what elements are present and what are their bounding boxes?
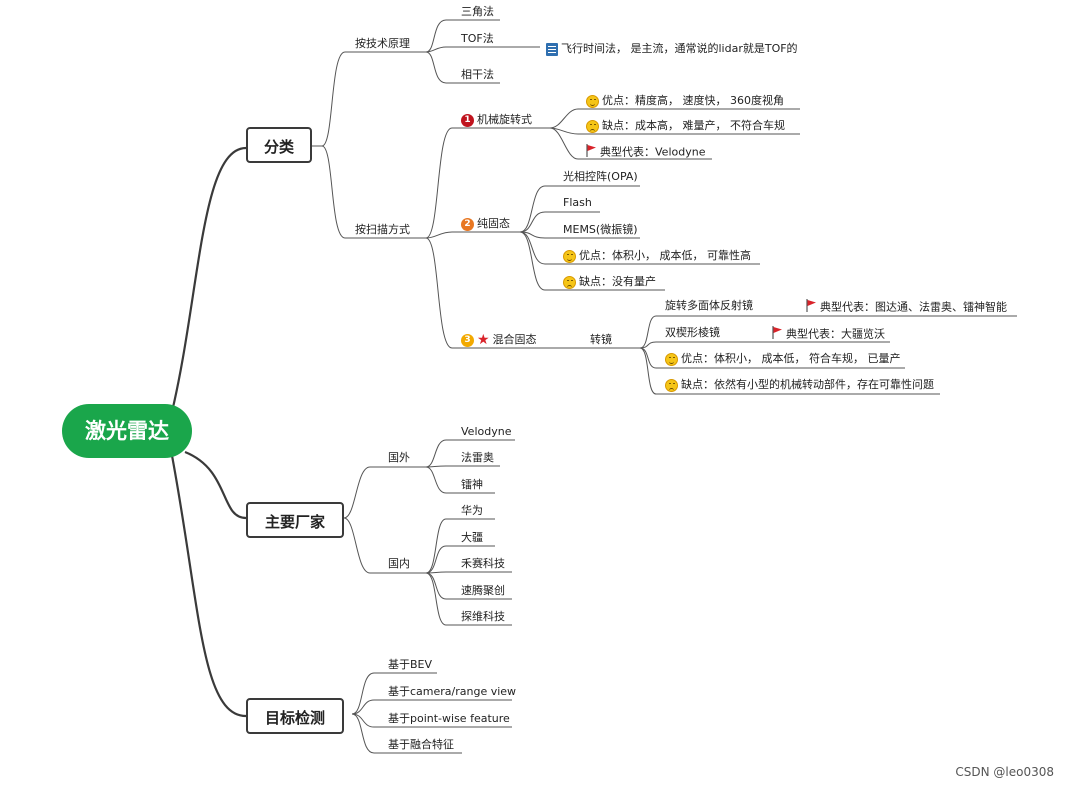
node-jiance[interactable]: 目标检测 xyxy=(246,698,344,734)
hybrid-pros-text: 优点：体积小， 成本低， 符合车规， 已量产 xyxy=(681,352,901,365)
node-hesai[interactable]: 禾赛科技 xyxy=(461,557,505,570)
priority-2-icon: 2 xyxy=(461,217,474,231)
node-point-wise[interactable]: 基于point-wise feature xyxy=(388,712,510,725)
node-mechanical-pros[interactable]: 优点：精度高， 速度快， 360度视角 xyxy=(586,94,784,108)
mechanical-cons-text: 缺点：成本高， 难量产， 不符合车规 xyxy=(602,119,785,132)
node-huawei[interactable]: 华为 xyxy=(461,504,483,517)
node-fenlei[interactable]: 分类 xyxy=(246,127,312,163)
red-flag-icon xyxy=(586,144,597,161)
smile-icon xyxy=(563,249,576,263)
node-solid-cons[interactable]: 缺点：没有量产 xyxy=(563,275,656,289)
node-foreign[interactable]: 国外 xyxy=(388,451,410,464)
node-wedge-prism[interactable]: 双楔形棱镜 xyxy=(665,326,720,339)
node-tanway[interactable]: 探维科技 xyxy=(461,610,505,623)
priority-3-icon: 3 xyxy=(461,333,474,347)
node-hybrid-cons[interactable]: 缺点：依然有小型的机械转动部件，存在可靠性问题 xyxy=(665,378,934,392)
node-hybrid[interactable]: 3★混合固态 xyxy=(461,333,537,347)
node-rotating-mirror[interactable]: 转镜 xyxy=(590,333,612,346)
node-polygon-mirror[interactable]: 旋转多面体反射镜 xyxy=(665,299,753,312)
node-mems[interactable]: MEMS(微振镜) xyxy=(563,223,638,236)
node-tof[interactable]: TOF法 xyxy=(461,32,494,45)
node-dji[interactable]: 大疆 xyxy=(461,531,483,544)
smile-icon xyxy=(586,94,599,108)
red-flag-icon xyxy=(806,299,817,316)
priority-1-icon: 1 xyxy=(461,113,474,127)
node-triangulation[interactable]: 三角法 xyxy=(461,5,494,18)
node-principle[interactable]: 按技术原理 xyxy=(355,37,410,50)
node-bev[interactable]: 基于BEV xyxy=(388,658,433,671)
wedge-rep-text: 典型代表：大疆览沃 xyxy=(786,327,885,341)
node-mechanical-cons[interactable]: 缺点：成本高， 难量产， 不符合车规 xyxy=(586,119,785,133)
node-opa[interactable]: 光相控阵(OPA) xyxy=(563,170,638,183)
node-hybrid-pros[interactable]: 优点：体积小， 成本低， 符合车规， 已量产 xyxy=(665,352,901,366)
sad-face-icon xyxy=(586,119,599,133)
tof-note[interactable]: 飞行时间法， 是主流，通常说的lidar就是TOF的 xyxy=(546,42,798,56)
solid-cons-text: 缺点：没有量产 xyxy=(579,275,656,288)
mechanical-pros-text: 优点：精度高， 速度快， 360度视角 xyxy=(602,94,784,107)
red-flag-icon xyxy=(772,326,783,343)
node-valeo[interactable]: 法雷奥 xyxy=(461,451,494,464)
sad-face-icon xyxy=(563,275,576,289)
node-polygon-rep[interactable]: 典型代表：图达通、法雷奥、镭神智能 xyxy=(806,299,1007,316)
hybrid-cons-text: 缺点：依然有小型的机械转动部件，存在可靠性问题 xyxy=(681,378,934,391)
node-robosense[interactable]: 速腾聚创 xyxy=(461,584,505,597)
node-domestic[interactable]: 国内 xyxy=(388,557,410,570)
note-icon xyxy=(546,42,558,56)
node-changjia[interactable]: 主要厂家 xyxy=(246,502,344,538)
star-icon: ★ xyxy=(477,331,490,348)
tof-note-text: 飞行时间法， 是主流，通常说的lidar就是TOF的 xyxy=(561,42,798,55)
node-scan[interactable]: 按扫描方式 xyxy=(355,223,410,236)
polygon-rep-text: 典型代表：图达通、法雷奥、镭神智能 xyxy=(820,300,1007,314)
node-velodyne[interactable]: Velodyne xyxy=(461,425,512,438)
node-solid-pros[interactable]: 优点：体积小， 成本低， 可靠性高 xyxy=(563,249,751,263)
sad-face-icon xyxy=(665,378,678,392)
watermark: CSDN @leo0308 xyxy=(955,765,1054,779)
node-coherent[interactable]: 相干法 xyxy=(461,68,494,81)
node-wedge-rep[interactable]: 典型代表：大疆览沃 xyxy=(772,326,885,343)
root-node[interactable]: 激光雷达 xyxy=(62,404,192,458)
mechanical-rep-text: 典型代表：Velodyne xyxy=(600,145,706,159)
node-leishen[interactable]: 镭神 xyxy=(461,478,483,491)
node-mechanical-rep[interactable]: 典型代表：Velodyne xyxy=(586,144,705,161)
mechanical-label: 机械旋转式 xyxy=(477,113,532,126)
solid-pros-text: 优点：体积小， 成本低， 可靠性高 xyxy=(579,249,751,262)
node-flash[interactable]: Flash xyxy=(563,196,592,209)
solid-label: 纯固态 xyxy=(477,217,510,230)
smile-icon xyxy=(665,352,678,366)
hybrid-label: 混合固态 xyxy=(492,333,537,346)
node-range-view[interactable]: 基于camera/range view xyxy=(388,685,517,698)
node-fusion[interactable]: 基于融合特征 xyxy=(388,738,454,751)
